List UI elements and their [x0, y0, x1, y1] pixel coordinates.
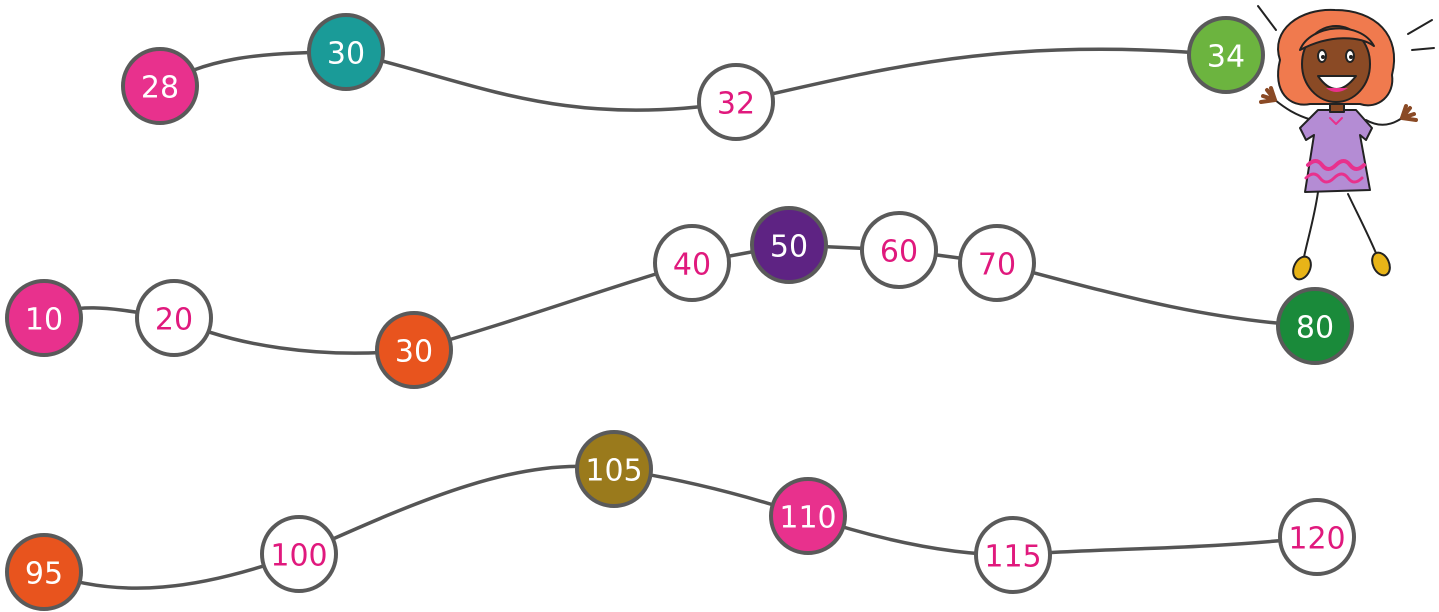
bead-number: 80	[1296, 311, 1334, 346]
bead: 50	[750, 206, 828, 284]
bead: 115	[974, 516, 1052, 594]
bead: 20	[135, 279, 213, 357]
bead-number: 20	[155, 303, 193, 338]
bead: 70	[958, 224, 1036, 302]
chain-row-2: 10 20 30 40 50 60 70 80	[5, 206, 1354, 389]
bead-number: 70	[978, 248, 1016, 283]
bead: 34	[1187, 16, 1265, 94]
bead-number: 105	[585, 454, 642, 489]
bead: 32	[697, 63, 775, 141]
bead: 40	[653, 224, 731, 302]
bead-number: 115	[984, 540, 1041, 575]
bead-number: 28	[141, 71, 179, 106]
bead: 30	[375, 311, 453, 389]
bead: 110	[769, 477, 847, 555]
bead: 105	[575, 430, 653, 508]
string-segment	[297, 464, 616, 556]
bead: 10	[5, 279, 83, 357]
bead: 100	[260, 515, 338, 593]
string-segment	[344, 50, 738, 112]
bead-number: 50	[770, 230, 808, 265]
bead: 95	[5, 533, 83, 611]
bead-number: 10	[25, 303, 63, 338]
string-segment	[734, 47, 1228, 104]
bead-number: 110	[779, 501, 836, 536]
bead-number: 95	[25, 557, 63, 592]
chain-row-1: 28 30 32 34	[121, 13, 1265, 141]
bead-number: 30	[327, 37, 365, 72]
bead-number: 120	[1288, 522, 1345, 557]
string-segment	[1011, 535, 1319, 557]
bead-number: 30	[395, 335, 433, 370]
bead: 60	[860, 211, 938, 289]
string-segment	[412, 261, 694, 352]
bead-number: 40	[673, 248, 711, 283]
bead: 28	[121, 47, 199, 125]
string-segment	[995, 261, 1317, 328]
cheering-girl-icon	[1257, 5, 1435, 281]
bead-number: 32	[717, 87, 755, 122]
bead: 120	[1278, 498, 1356, 576]
bead: 30	[307, 13, 385, 91]
chain-strings	[42, 47, 1319, 590]
bead-number: 34	[1207, 40, 1245, 75]
bead: 80	[1276, 287, 1354, 365]
chain-row-3: 95 100 105 110 115 120	[5, 430, 1356, 611]
bead-number: 60	[880, 235, 918, 270]
bead-number: 100	[270, 539, 327, 574]
